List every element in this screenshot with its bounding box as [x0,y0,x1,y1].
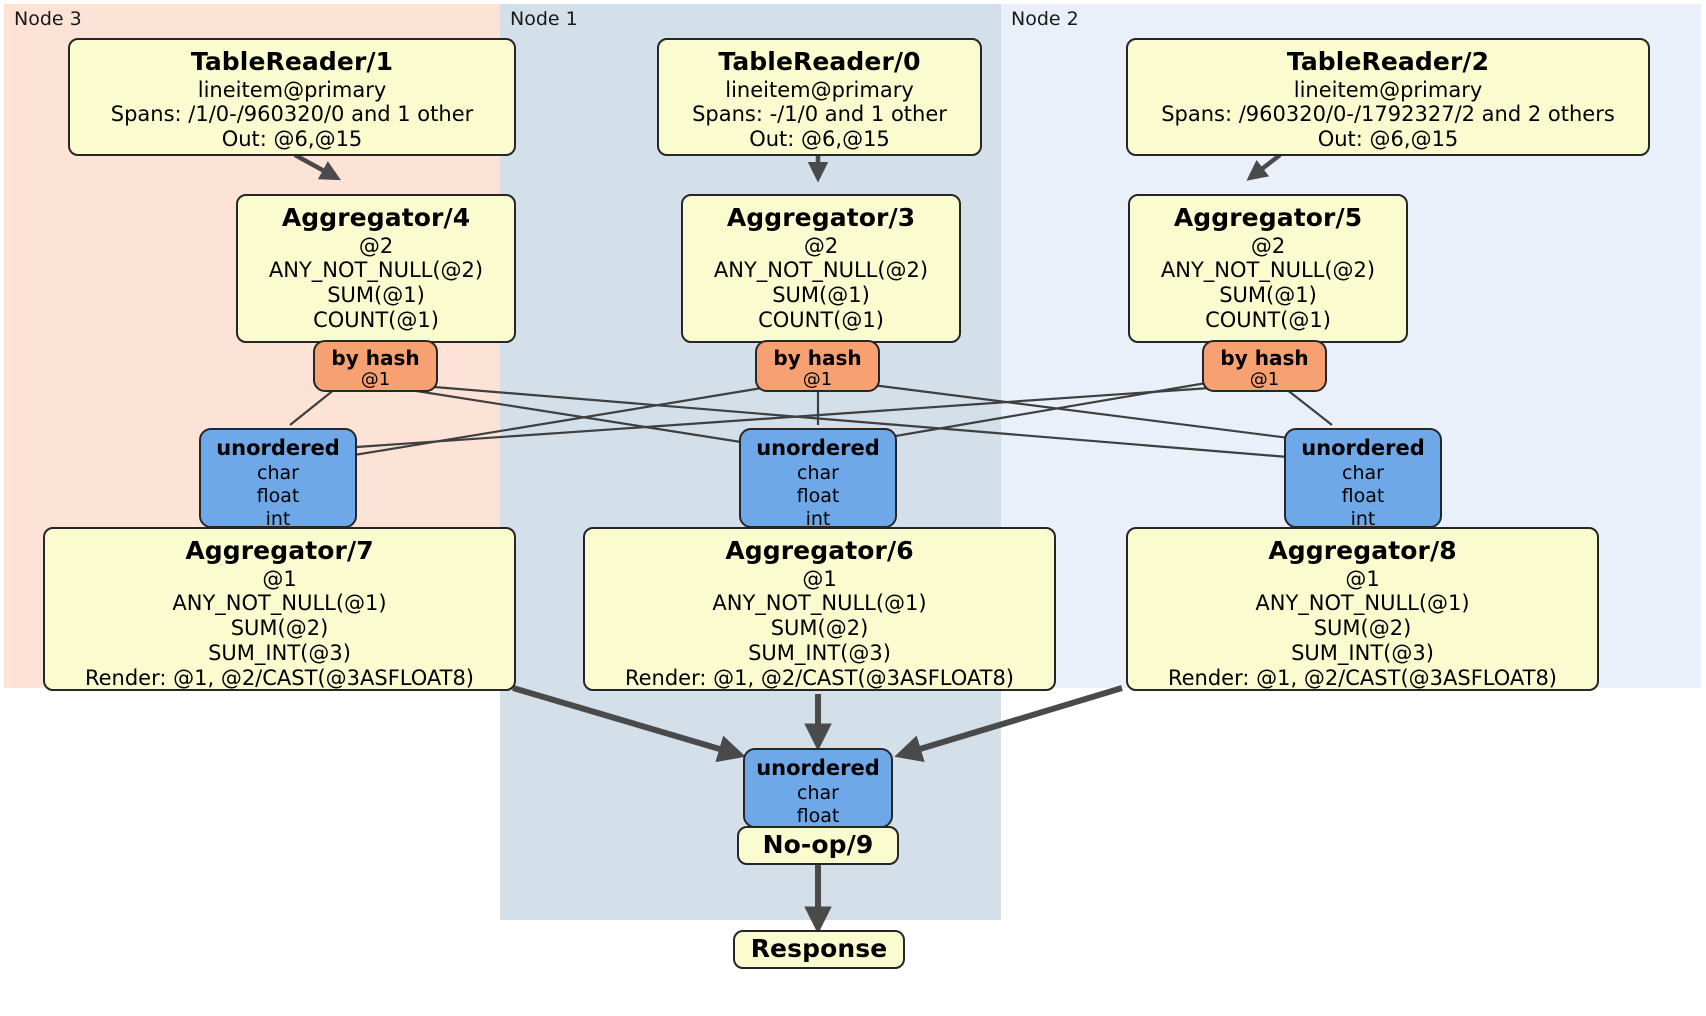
router-title: by hash [773,346,862,370]
router-title: by hash [1220,346,1309,370]
processor-line: SUM_INT(@3) [208,640,351,665]
processor-line: COUNT(@1) [1205,307,1331,332]
processor-tablereader-0[interactable]: TableReader/0 lineitem@primary Spans: -/… [657,38,982,156]
processor-line: SUM(@2) [770,616,869,641]
processor-response[interactable]: Response [733,930,905,969]
node-panel-label-node2: Node 2 [1011,8,1079,30]
processor-aggregator-8[interactable]: Aggregator/8 @1 ANY_NOT_NULL(@1) SUM(@2)… [1126,527,1599,691]
processor-title: Aggregator/3 [726,203,916,232]
processor-tablereader-1[interactable]: TableReader/1 lineitem@primary Spans: /1… [68,38,516,156]
receiver-line: char [797,462,839,485]
processor-line: @1 [802,566,837,591]
processor-line: @1 [262,566,297,591]
receiver-line: char [797,782,839,805]
processor-line: COUNT(@1) [758,307,884,332]
processor-line: lineitem@primary [1293,77,1483,102]
receiver-line: int [805,507,831,530]
router-title: by hash [331,346,420,370]
processor-line: lineitem@primary [725,77,914,102]
router-line: @1 [1249,369,1280,391]
processor-line: ANY_NOT_NULL(@2) [1160,258,1376,283]
processor-line: @2 [358,233,394,258]
receiver-line: char [1342,462,1384,485]
processor-line: Spans: /1/0-/960320/0 and 1 other [110,102,474,127]
processor-aggregator-6[interactable]: Aggregator/6 @1 ANY_NOT_NULL(@1) SUM(@2)… [583,527,1056,691]
processor-line: Render: @1, @2/CAST(@3ASFLOAT8) [84,665,475,690]
processor-line: Out: @6,@15 [1317,127,1459,152]
processor-line: ANY_NOT_NULL(@1) [172,591,387,616]
router-by-hash-node3[interactable]: by hash @1 [313,340,438,392]
router-line: @1 [360,369,391,391]
processor-title: TableReader/0 [718,47,921,76]
node-panel-label-node1: Node 1 [510,8,578,30]
receiver-title: unordered [756,756,880,780]
processor-title: No-op/9 [762,830,874,860]
processor-aggregator-5[interactable]: Aggregator/5 @2 ANY_NOT_NULL(@2) SUM(@1)… [1128,194,1408,343]
processor-aggregator-3[interactable]: Aggregator/3 @2 ANY_NOT_NULL(@2) SUM(@1)… [681,194,961,343]
processor-line: ANY_NOT_NULL(@2) [713,258,929,283]
processor-line: Render: @1, @2/CAST(@3ASFLOAT8) [1167,665,1558,690]
processor-line: SUM(@1) [327,283,425,308]
receiver-title: unordered [1301,436,1425,460]
processor-line: SUM(@1) [1219,283,1317,308]
receiver-line: int [265,507,291,530]
processor-tablereader-2[interactable]: TableReader/2 lineitem@primary Spans: /9… [1126,38,1650,156]
processor-line: SUM_INT(@3) [748,640,891,665]
processor-title: TableReader/2 [1286,47,1490,76]
receiver-title: unordered [216,436,340,460]
processor-line: ANY_NOT_NULL(@2) [268,258,484,283]
router-by-hash-node2[interactable]: by hash @1 [1202,340,1327,392]
receiver-line: float [1341,484,1385,507]
processor-line: ANY_NOT_NULL(@1) [1255,591,1470,616]
processor-line: Render: @1, @2/CAST(@3ASFLOAT8) [624,665,1015,690]
processor-line: SUM(@1) [772,283,870,308]
processor-line: @1 [1345,566,1380,591]
processor-title: Response [750,934,888,964]
processor-line: Out: @6,@15 [221,127,363,152]
receiver-line: char [257,462,299,485]
receiver-line: int [1350,507,1376,530]
processor-title: Aggregator/4 [281,203,471,232]
processor-aggregator-4[interactable]: Aggregator/4 @2 ANY_NOT_NULL(@2) SUM(@1)… [236,194,516,343]
processor-line: Spans: /960320/0-/1792327/2 and 2 others [1161,102,1615,127]
processor-title: TableReader/1 [190,47,394,76]
receiver-unordered-node2[interactable]: unordered char float int [1284,428,1442,530]
processor-line: Out: @6,@15 [749,127,890,152]
processor-line: SUM(@2) [1313,616,1412,641]
receiver-unordered-final[interactable]: unordered char float [743,748,893,828]
processor-title: Aggregator/7 [185,536,374,565]
processor-title: Aggregator/6 [725,536,914,565]
processor-title: Aggregator/5 [1173,203,1363,232]
processor-line: ANY_NOT_NULL(@1) [712,591,927,616]
processor-line: Spans: -/1/0 and 1 other [692,102,947,127]
processor-line: @2 [803,233,839,258]
receiver-line: float [256,484,300,507]
receiver-unordered-node3[interactable]: unordered char float int [199,428,357,530]
node-panel-label-node3: Node 3 [14,8,82,30]
router-by-hash-node1[interactable]: by hash @1 [755,340,880,392]
receiver-line: float [796,484,840,507]
processor-line: @2 [1250,233,1286,258]
receiver-unordered-node1[interactable]: unordered char float int [739,428,897,530]
processor-line: SUM(@2) [230,616,329,641]
receiver-title: unordered [756,436,880,460]
processor-noop-9[interactable]: No-op/9 [737,826,899,865]
receiver-line: float [796,804,840,827]
processor-line: COUNT(@1) [313,307,439,332]
processor-title: Aggregator/8 [1268,536,1457,565]
processor-aggregator-7[interactable]: Aggregator/7 @1 ANY_NOT_NULL(@1) SUM(@2)… [43,527,516,691]
processor-line: lineitem@primary [197,77,387,102]
router-line: @1 [802,369,833,391]
processor-line: SUM_INT(@3) [1291,640,1434,665]
